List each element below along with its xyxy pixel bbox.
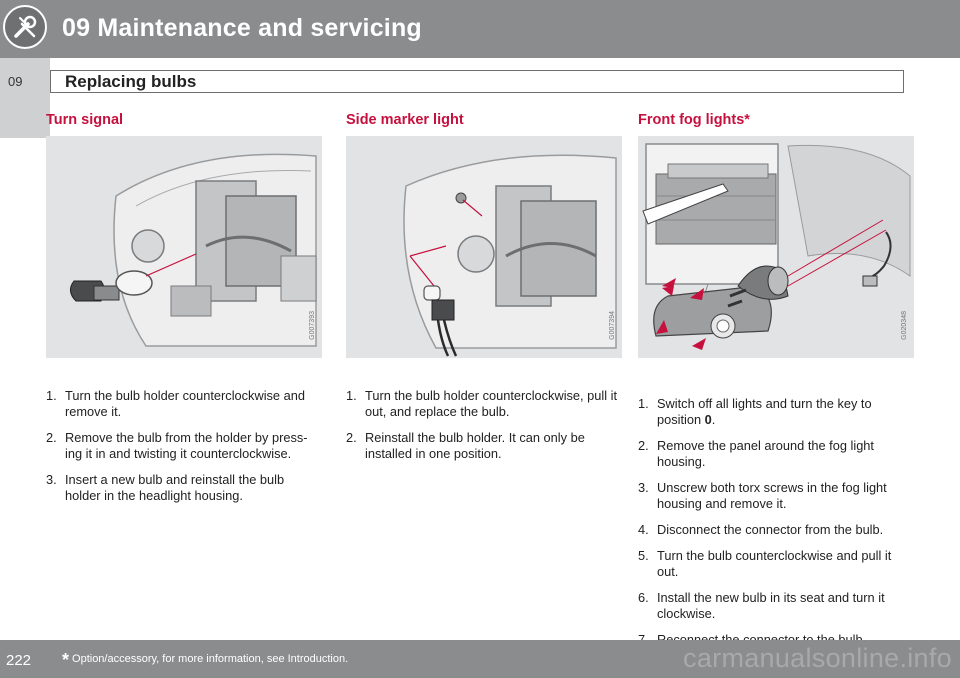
figure-id: G020348	[901, 311, 908, 340]
list-item: 3. Unscrew both torx screws in the fog li…	[638, 480, 914, 512]
chapter-tab: 09	[0, 58, 50, 138]
list-item: 4. Disconnect the connector from the bulb…	[638, 522, 914, 538]
column-side-marker: Side marker light G007394 1. Turn the bul…	[346, 112, 622, 472]
step-text: Disconnect the connector from the bulb.	[657, 522, 884, 537]
list-item: 1. Turn the bulb holder counterclockwise,…	[346, 388, 622, 420]
side-marker-illustration: G007394	[346, 136, 622, 358]
step-text: Unscrew both torx screws in the fog ligh…	[657, 480, 887, 511]
footnote-text: Option/accessory, for more information, …	[72, 653, 349, 665]
step-number: 2.	[638, 438, 649, 453]
step-number: 1.	[46, 388, 57, 403]
step-number: 5.	[638, 548, 649, 563]
step-text: Install the new bulb in its seat and tur…	[657, 590, 885, 621]
step-text: Insert a new bulb and reinstall the bulb…	[65, 472, 285, 503]
step-number: 1.	[638, 396, 649, 411]
list-item: 3. Insert a new bulb and reinstall the bu…	[46, 472, 322, 504]
column-front-fog-lights: Front fog lights*	[638, 112, 914, 658]
step-number: 2.	[346, 430, 357, 445]
step-text: Reinstall the bulb holder. It can only b…	[365, 430, 585, 461]
section-title: Replacing bulbs	[65, 72, 197, 91]
step-text: Turn the bulb holder counterclockwise an…	[65, 388, 305, 419]
footnote: *Option/accessory, for more information,…	[62, 650, 348, 671]
headlight-side-marker-drawing	[403, 154, 617, 357]
watermark: carmanualsonline.info	[683, 643, 952, 673]
wrench-screwdriver-icon	[3, 5, 47, 49]
list-item: 2. Remove the panel around the fog light …	[638, 438, 914, 470]
footnote-star: *	[62, 650, 70, 670]
section-title-bar: Replacing bulbs	[50, 70, 904, 93]
step-text: Turn the bulb holder counterclockwise, p…	[365, 388, 618, 419]
figure-id: G007393	[309, 311, 316, 340]
step-number: 3.	[638, 480, 649, 495]
step-number: 6.	[638, 590, 649, 605]
page-footer: 222 *Option/accessory, for more informat…	[0, 640, 960, 678]
turn-signal-illustration: G007393	[46, 136, 322, 358]
fog-light-drawing	[642, 143, 911, 350]
step-number: 1.	[346, 388, 357, 403]
step-number: 3.	[46, 472, 57, 487]
list-item: 5. Turn the bulb counterclockwise and pul…	[638, 548, 914, 580]
column-title: Turn signal	[46, 112, 124, 128]
step-text: Switch off all lights and turn the key t…	[657, 396, 872, 427]
steps-list: 1. Switch off all lights and turn the key…	[638, 396, 914, 648]
list-item: 2. Reinstall the bulb holder. It can only…	[346, 430, 622, 462]
column-turn-signal: Turn signal G007393 1. Turn the bulb hold…	[46, 112, 322, 514]
list-item: 6. Install the new bulb in its seat and t…	[638, 590, 914, 622]
step-emphasis: 0	[704, 412, 712, 427]
page-number: 222	[6, 652, 32, 669]
headlight-turn-signal-drawing	[70, 153, 317, 347]
list-item: 1. Turn the bulb holder counterclockwise …	[46, 388, 322, 420]
steps-list: 1. Turn the bulb holder counterclockwise,…	[346, 388, 622, 462]
chapter-title: 09 Maintenance and servicing	[62, 14, 422, 42]
step-number: 2.	[46, 430, 57, 445]
step-text-end: .	[711, 412, 716, 427]
column-title: Front fog lights*	[638, 112, 750, 128]
step-number: 7.	[638, 632, 649, 648]
chapter-tab-label: 09	[8, 74, 23, 89]
step-text: Remove the panel around the fog light ho…	[657, 438, 874, 469]
column-title: Side marker light	[346, 112, 464, 128]
step-text: Turn the bulb counterclockwise and pull …	[657, 548, 892, 579]
steps-list: 1. Turn the bulb holder counterclockwise …	[46, 388, 322, 504]
list-item: 2. Remove the bulb from the holder by pre…	[46, 430, 322, 462]
chapter-header: 09 Maintenance and servicing	[0, 0, 960, 58]
list-item: 1. Switch off all lights and turn the key…	[638, 396, 914, 428]
fog-light-illustration: G020348	[638, 136, 914, 358]
figure-id: G007394	[609, 311, 616, 340]
step-number: 4.	[638, 522, 649, 537]
step-text: Remove the bulb from the holder by press…	[65, 430, 308, 461]
